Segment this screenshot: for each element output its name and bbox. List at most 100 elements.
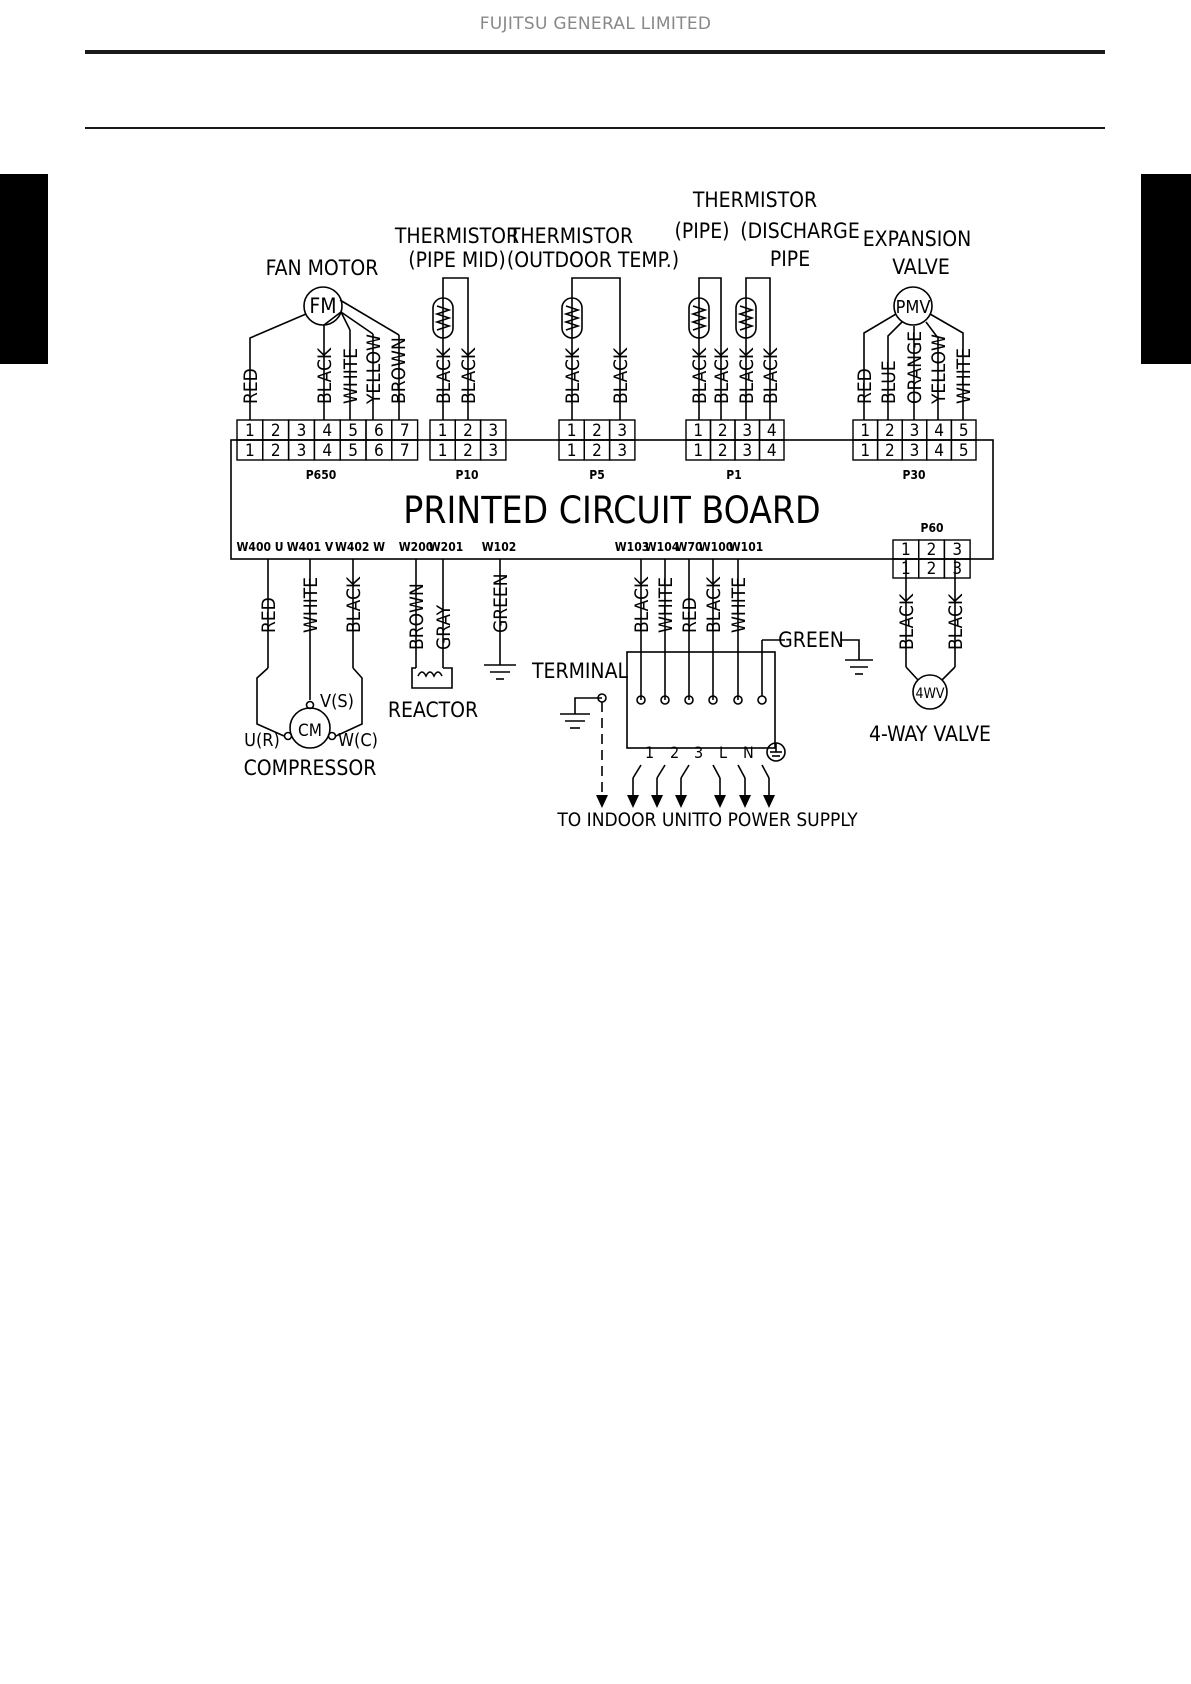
w200-label: W200: [399, 540, 433, 554]
compressor-u: U(R): [244, 730, 280, 751]
compressor-w: W(C): [338, 730, 378, 751]
terminal-label: TERMINAL: [531, 659, 629, 683]
connector-pin-number: 4: [767, 441, 777, 461]
connector-pin-number: 6: [374, 441, 384, 461]
therm-pipe-title-2b: (DISCHARGE: [740, 219, 860, 243]
fan-motor-circle: [303, 286, 343, 326]
therm-pipe-title-2a: (PIPE): [674, 219, 729, 243]
p5-label: P5: [589, 468, 604, 482]
connector-pin-number: 2: [592, 441, 602, 461]
therm-pipe-title-1: THERMISTOR: [692, 188, 817, 212]
connector-pin-number: 7: [400, 421, 410, 441]
p30-label: P30: [903, 468, 926, 482]
wire-reactor-gray: GRAY: [433, 604, 455, 650]
wire-p650-yellow: YELLOW: [363, 334, 385, 405]
w100-label: W100: [699, 540, 733, 554]
four-way-circle: [912, 674, 948, 710]
connector-pin-number: 1: [901, 540, 911, 560]
wire-term-black-1: BLACK: [631, 576, 653, 633]
wire-4wv-black-2: BLACK: [945, 593, 967, 650]
connector-pin-number: 2: [463, 441, 473, 461]
connector-pin-number: 1: [693, 421, 703, 441]
wire-term-black-2: BLACK: [703, 576, 725, 633]
connector-cell: [608, 439, 636, 461]
wire-4wv-black-1: BLACK: [896, 593, 918, 650]
connector-pin-number: 4: [934, 421, 944, 441]
w101-label: W101: [729, 540, 763, 554]
connector-pin-number: 3: [617, 421, 627, 441]
wire-v-white: WHITE: [300, 577, 322, 633]
wire-term-white-2: WHITE: [728, 577, 750, 633]
connector-pin-number: 3: [488, 441, 498, 461]
four-way-symbol: 4WV: [915, 686, 944, 702]
wire-p650-black: BLACK: [314, 347, 336, 404]
connector-pin-number: 3: [617, 441, 627, 461]
cm-symbol: CM: [298, 721, 322, 741]
connector-pin-number: 2: [718, 441, 728, 461]
terminal-block: [626, 651, 776, 749]
to-indoor-unit: TO INDOOR UNIT: [556, 809, 703, 831]
connector-pin-number: 2: [885, 441, 895, 461]
wire-reactor-brown: BROWN: [406, 583, 428, 650]
wire-p30-white: WHITE: [953, 348, 975, 404]
connector-pin-number: 4: [934, 441, 944, 461]
compressor-v: V(S): [320, 691, 354, 712]
pcb-label: PRINTED CIRCUIT BOARD: [403, 489, 820, 532]
right-edge-tab: [1141, 174, 1191, 364]
wire-p30-orange: ORANGE: [904, 331, 926, 404]
wire-p1-black-2: BLACK: [711, 347, 733, 404]
terminal-mark-1: 1: [645, 743, 654, 762]
wire-p5-black-2: BLACK: [610, 347, 632, 404]
fan-motor-title: FAN MOTOR: [266, 256, 379, 280]
diagram-labels: PRINTED CIRCUIT BOARD FAN MOTOR FM P650 …: [237, 188, 991, 831]
company-header: FUJITSU GENERAL LIMITED: [479, 14, 712, 34]
connector-pin-number: 6: [374, 421, 384, 441]
wiring-lines: [230, 277, 994, 795]
connector-pin-number: 3: [910, 421, 920, 441]
wire-p1-black-4: BLACK: [760, 347, 782, 404]
wire-p1-black-1: BLACK: [689, 347, 711, 404]
connector-cell: [391, 439, 419, 461]
w201-label: W201: [429, 540, 463, 554]
connector-pin-number: 5: [348, 421, 358, 441]
connector-pin-number: 1: [567, 421, 577, 441]
w103-label: W103: [615, 540, 649, 554]
wire-p30-yellow: YELLOW: [928, 334, 950, 405]
connector-cell: [479, 439, 507, 461]
connector-pin-number: 4: [322, 441, 332, 461]
connector-pin-number: 3: [297, 421, 307, 441]
connector-pin-number: 2: [885, 421, 895, 441]
w104-label: W104: [645, 540, 680, 554]
wire-p10-black-1: BLACK: [433, 347, 455, 404]
connector-pin-number: 1: [693, 441, 703, 461]
fm-symbol: FM: [309, 294, 336, 318]
w400-label: W400 U: [237, 540, 284, 554]
connector-pin-number: 2: [718, 421, 728, 441]
expansion-title-2: VALVE: [892, 255, 950, 279]
connector-pin-number: 2: [271, 441, 281, 461]
w102-label: W102: [482, 540, 516, 554]
connector-pin-number: 5: [959, 421, 969, 441]
wire-ground-green: GREEN: [490, 573, 512, 633]
connector-pin-number: 3: [742, 421, 752, 441]
therm-mid-title-1: THERMISTOR: [394, 224, 519, 248]
therm-outdoor-title-1: THERMISTOR: [508, 224, 633, 248]
connector-pin-number: 3: [742, 441, 752, 461]
connector-grids: [236, 419, 977, 579]
connector-pin-number: 1: [567, 441, 577, 461]
wire-w-black: BLACK: [343, 576, 365, 633]
connector-pin-number: 3: [488, 421, 498, 441]
terminal-mark-l: L: [719, 743, 727, 762]
connector-pin-number: 1: [901, 559, 911, 579]
pmv-symbol: PMV: [896, 297, 931, 318]
connector-pin-number: 1: [245, 441, 255, 461]
wire-p650-white: WHITE: [340, 348, 362, 404]
pmv-circle: [893, 286, 933, 326]
connector-pin-number: 4: [767, 421, 777, 441]
connector-cell: [943, 558, 971, 579]
connector-pin-number: 4: [322, 421, 332, 441]
wire-p650-brown: BROWN: [388, 337, 410, 404]
connector-pin-number: 1: [438, 421, 448, 441]
wire-term-white-1: WHITE: [655, 577, 677, 633]
